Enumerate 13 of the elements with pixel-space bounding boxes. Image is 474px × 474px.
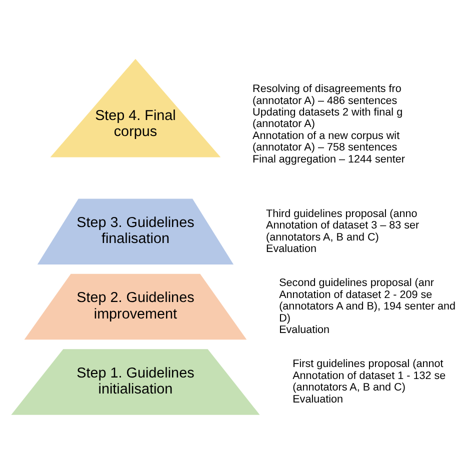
- node-label: First guidelines proposal (annot: [292, 358, 444, 370]
- node-label: Third guidelines proposal (anno: [266, 208, 418, 220]
- node-label: Annotation of dataset 3 – 83 ser (annotators A, B and C): [266, 220, 420, 244]
- node-label: Second guidelines proposal (anr: [279, 277, 434, 290]
- node-label: Annotation of dataset 1 - 132 se (annotators A, B and C): [292, 370, 446, 394]
- node-label: Evaluation: [292, 393, 344, 406]
- node-label: Annotation of a new corpus wit (annotator A) – 758 sentences: [252, 130, 400, 154]
- node-label: Final aggregation – 1244 senter: [252, 153, 405, 166]
- node-label: Evaluation: [279, 324, 330, 336]
- node-label: Evaluation: [266, 242, 316, 255]
- node-label: Resolving of disagreements fro (annotator A) – 486 sentences: [252, 83, 402, 107]
- node-label: Annotation of dataset 2 - 209 se (annotators A and B), 194 senter and D): [279, 288, 456, 324]
- node-label: Updating datasets 2 with final g (annotator A): [252, 106, 403, 130]
